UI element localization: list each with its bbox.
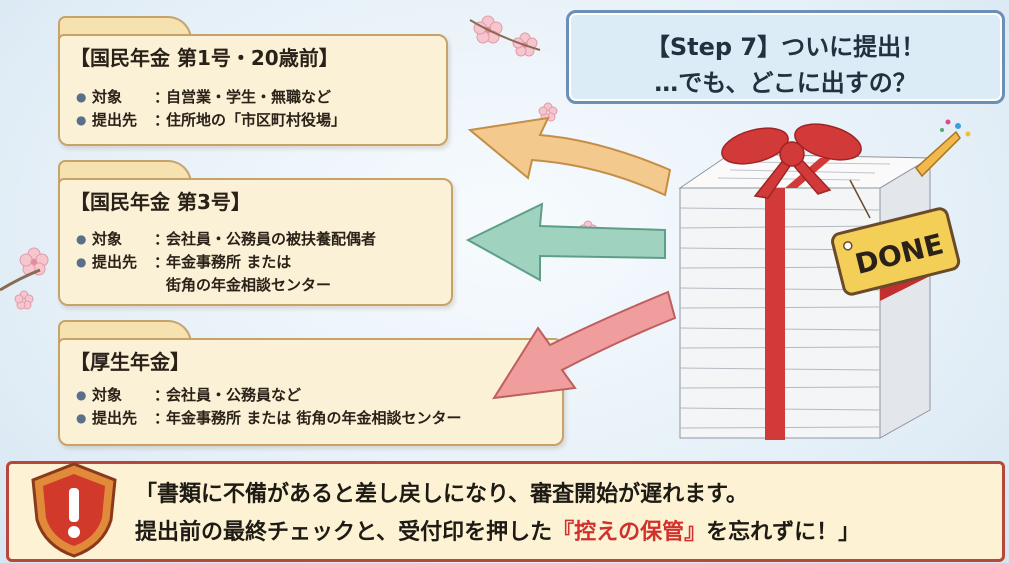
folder-body	[58, 178, 453, 306]
row-value: 年金事務所 または 街角の年金相談センター	[166, 409, 462, 427]
bullet-icon: ●	[76, 411, 87, 425]
bullet-icon: ●	[76, 232, 87, 246]
bullet-icon: ●	[76, 90, 87, 104]
notice-line2-after: を忘れずに！」	[706, 520, 861, 545]
arrow-to-card3-icon	[492, 290, 677, 400]
card-title: 【国民年金 第1号・20歳前】	[70, 46, 339, 70]
warning-shield-icon	[31, 462, 117, 558]
folder-body	[58, 338, 564, 446]
card-rows: ●対象：会社員・公務員の被扶養配偶者 ●提出先：年金事務所 または 街角の年金相…	[76, 228, 376, 297]
folder-body	[58, 34, 448, 146]
document-stack-illustration: DONE	[678, 119, 971, 440]
warning-notice: 「書類に不備があると差し戻しになり、審査開始が遅れます。 提出前の最終チェックと…	[6, 461, 1005, 562]
bullet-icon: ●	[76, 255, 87, 269]
row-value: 自営業・学生・無職など	[166, 88, 332, 106]
card-kokumin-1go: 【国民年金 第1号・20歳前】 ●対象：自営業・学生・無職など ●提出先：住所地…	[58, 16, 448, 146]
notice-line2: 提出前の最終チェックと、受付印を押した『控えの保管』を忘れずに！」	[135, 514, 860, 546]
notice-line1: 「書類に不備があると差し戻しになり、審査開始が遅れます。	[135, 482, 748, 507]
bullet-icon: ●	[76, 113, 87, 127]
row-value: 会社員・公務員の被扶養配偶者	[166, 230, 377, 248]
card-title: 【国民年金 第3号】	[70, 190, 251, 214]
step-title-line1: 【Step 7】ついに提出！	[645, 33, 926, 61]
row-value: 住所地の「市区町村役場」	[166, 111, 347, 129]
row-destination: ●提出先：年金事務所 または 街角の年金相談センター	[76, 407, 461, 430]
row-key: 提出先	[92, 409, 138, 427]
row-target: ●対象：会社員・公務員の被扶養配偶者	[76, 228, 376, 251]
row-key: 対象	[92, 386, 123, 404]
row-value: 年金事務所 または	[166, 253, 292, 271]
row-target: ●対象：自営業・学生・無職など	[76, 86, 346, 109]
step-title-box: 【Step 7】ついに提出！ …でも、どこに出すの？	[566, 10, 1005, 104]
arrow-to-card1-icon	[467, 116, 672, 197]
party-popper-icon	[914, 119, 971, 178]
card-kosei-nenkin: 【厚生年金】 ●対象：会社員・公務員など ●提出先：年金事務所 または 街角の年…	[58, 320, 564, 446]
bullet-icon: ●	[76, 388, 87, 402]
row-target: ●対象：会社員・公務員など	[76, 384, 461, 407]
card-kokumin-3go: 【国民年金 第3号】 ●対象：会社員・公務員の被扶養配偶者 ●提出先：年金事務所…	[58, 160, 453, 306]
step-title-line2: …でも、どこに出すの？	[654, 69, 917, 97]
row-key: 提出先	[92, 253, 138, 271]
row-key: 対象	[92, 230, 123, 248]
card-rows: ●対象：自営業・学生・無職など ●提出先：住所地の「市区町村役場」	[76, 86, 346, 132]
card-title: 【厚生年金】	[70, 350, 190, 374]
row-key: 対象	[92, 88, 123, 106]
row-destination: ●提出先：住所地の「市区町村役場」	[76, 109, 346, 132]
arrow-to-card2-icon	[465, 202, 666, 282]
row-value: 会社員・公務員など	[166, 386, 302, 404]
notice-highlight: 『控えの保管』	[552, 520, 707, 545]
notice-line2-before: 提出前の最終チェックと、受付印を押した	[135, 520, 553, 545]
card-rows: ●対象：会社員・公務員など ●提出先：年金事務所 または 街角の年金相談センター	[76, 384, 461, 430]
row-destination: ●提出先：年金事務所 または	[76, 251, 376, 274]
row-key: 提出先	[92, 111, 138, 129]
row-continuation: 街角の年金相談センター	[166, 276, 332, 294]
